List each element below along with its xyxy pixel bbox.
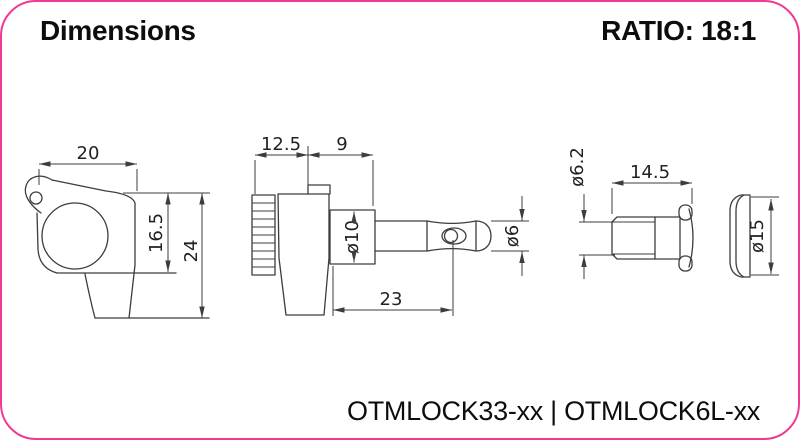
label-bore-diameter: ø6.2	[567, 147, 588, 187]
label-post-diameter: ø6	[502, 225, 523, 247]
front-view: 20 16.5 24	[24, 143, 210, 319]
label-washer-diameter: ø15	[747, 219, 768, 253]
header: Dimensions RATIO: 18:1	[40, 15, 756, 47]
label-knob-length: 12.5	[261, 134, 301, 155]
ext-lines-washer	[751, 196, 779, 276]
string-hole	[443, 228, 459, 244]
bushing-view: ø6.2 14.5	[567, 147, 694, 279]
bushing-thread-lines	[613, 221, 655, 255]
knob-knurling-lines	[252, 202, 275, 268]
shaft-lines	[374, 220, 428, 252]
screw-hole	[29, 191, 43, 205]
ext-lines-bushing	[611, 188, 693, 214]
washer-outer-profile	[729, 194, 751, 278]
label-upper-height: 16.5	[146, 213, 167, 253]
housing-side-outline	[277, 193, 330, 316]
model-codes: OTMLOCK33-xx | OTMLOCK6L-xx	[347, 396, 760, 426]
bushing-body	[611, 216, 681, 260]
string-post-head	[426, 220, 477, 252]
label-post-base-diameter: ø10	[342, 220, 363, 254]
string-hole-outline	[441, 227, 467, 245]
ext-lines-post-diameter	[491, 220, 529, 252]
flange-top-tab	[678, 204, 693, 221]
label-post-length: 23	[380, 289, 403, 310]
ext-lines-width	[38, 169, 138, 191]
flange-rim-arc	[688, 208, 694, 268]
label-housing-length: 9	[336, 134, 347, 155]
ext-lines-post-length	[332, 240, 454, 316]
post-end-cap	[475, 220, 492, 252]
page-title: Dimensions	[40, 15, 196, 46]
side-view: 12.5 9 ø10 23 ø6	[251, 134, 529, 316]
flange-bottom-tab	[678, 255, 693, 272]
washer-inner-profile	[735, 194, 745, 278]
label-bushing-length: 14.5	[630, 162, 670, 183]
gear-ratio: RATIO: 18:1	[601, 15, 756, 46]
gear-cover-circle	[41, 202, 109, 270]
mounting-ear	[24, 175, 53, 214]
ext-lines-bore	[579, 221, 615, 256]
washer-view: ø15	[729, 194, 779, 278]
post-base-cylinder	[329, 209, 376, 265]
footer: OTMLOCK33-xx | OTMLOCK6L-xx	[347, 396, 760, 427]
body-left-edge	[36, 212, 58, 274]
foot-left-edge	[84, 273, 96, 319]
label-total-height: 24	[181, 240, 202, 263]
housing-outline	[51, 179, 136, 319]
label-front-width: 20	[77, 143, 100, 164]
housing-top-step	[307, 184, 331, 195]
